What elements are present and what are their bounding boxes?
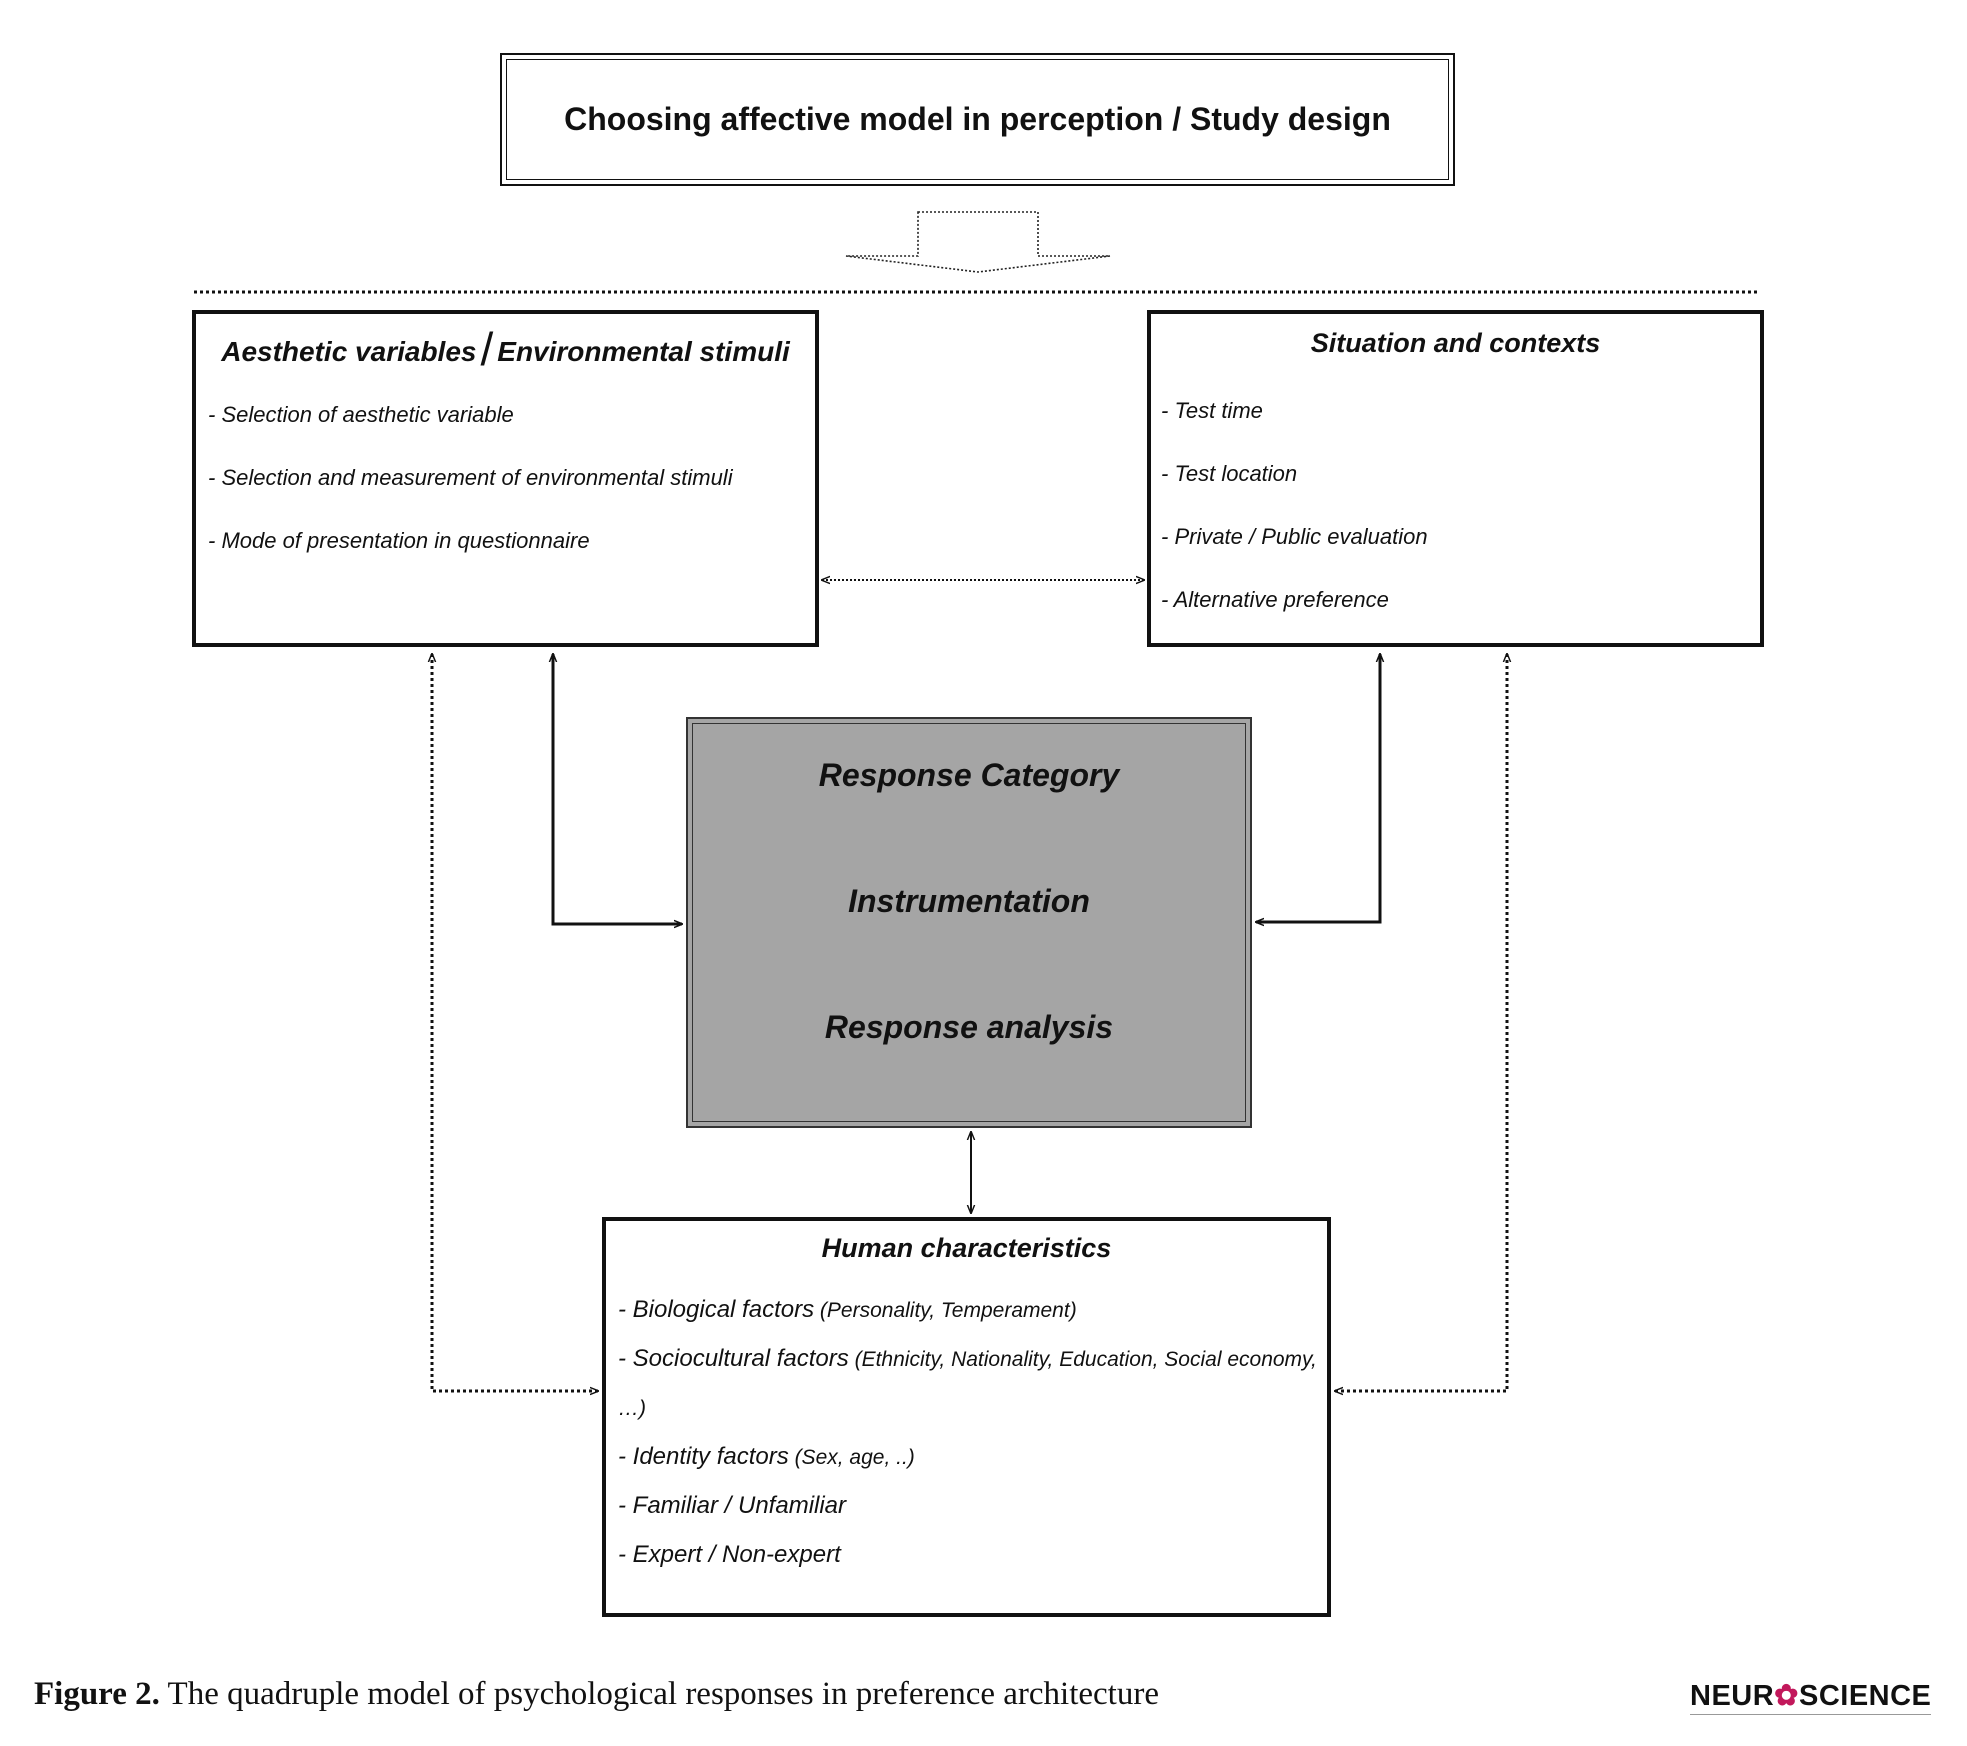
situation-contexts-title: Situation and contexts (1310, 328, 1601, 358)
connector-aesthetic-human (432, 654, 598, 1391)
aesthetic-variables-box: Aesthetic variables/Environmental stimul… (192, 310, 819, 647)
study-design-title: Choosing affective model in perception /… (564, 101, 1391, 137)
situation-contexts-box: Situation and contexts - Test time - Tes… (1147, 310, 1764, 647)
connector-aesthetic-center (553, 654, 682, 924)
list-item: - Test location (1161, 461, 1298, 486)
connector-situation-human (1335, 654, 1507, 1391)
item-main: - Familiar / Unfamiliar (618, 1492, 847, 1519)
instrumentation-label: Instrumentation (848, 883, 1090, 919)
list-item: - Mode of presentation in questionnaire (208, 528, 590, 553)
connector-situation-center (1256, 654, 1380, 922)
item-detail: (Ethnicity, Nationality, Education, Soci… (618, 1348, 1317, 1420)
aesthetic-items-list: - Selection of aesthetic variable - Sele… (196, 402, 815, 591)
aesthetic-title-part2: Environmental stimuli (497, 336, 790, 367)
situation-items-list: - Test time - Test location - Private / … (1151, 398, 1760, 650)
item-main: - Biological factors (618, 1296, 815, 1323)
down-arrow (845, 211, 1111, 273)
figure-caption-text: The quadruple model of psychological res… (159, 1676, 1159, 1712)
item-main: - Sociocultural factors (618, 1345, 849, 1372)
study-design-box: Choosing affective model in perception /… (500, 53, 1455, 186)
list-item: - Selection and measurement of environme… (208, 465, 733, 490)
response-center-box: Response Category Instrumentation Respon… (686, 717, 1252, 1128)
list-item: - Alternative preference (1161, 587, 1389, 612)
human-characteristics-title: Human characteristics (821, 1233, 1112, 1263)
response-analysis-label: Response analysis (824, 1009, 1114, 1045)
item-main: - Identity factors (618, 1443, 789, 1470)
list-item: - Test time (1161, 398, 1263, 423)
list-item: - Selection of aesthetic variable (208, 402, 514, 427)
item-detail: (Personality, Temperament) (814, 1299, 1077, 1322)
neuroscience-logo: NEUR✿SCIENCE (1690, 1678, 1932, 1715)
logo-text-part1: NEUR (1690, 1680, 1775, 1712)
aesthetic-variables-title: Aesthetic variables/Environmental stimul… (196, 326, 815, 372)
logo-text-part2: SCIENCE (1798, 1680, 1932, 1712)
aesthetic-title-part1: Aesthetic variables (221, 336, 477, 367)
item-detail: (Sex, age, ..) (788, 1446, 915, 1469)
response-category-label: Response Category (818, 757, 1120, 793)
human-items-list: - Biological factors (Personality, Tempe… (606, 1286, 1327, 1580)
figure-label: Figure 2. (34, 1676, 160, 1712)
list-item: - Sociocultural factors (Ethnicity, Nati… (618, 1335, 1327, 1433)
aesthetic-title-separator: / (480, 323, 494, 375)
list-item: - Identity factors (Sex, age, ..) (618, 1433, 1327, 1482)
list-item: - Familiar / Unfamiliar (618, 1482, 1327, 1531)
list-item: - Biological factors (Personality, Tempe… (618, 1286, 1327, 1335)
item-main: - Expert / Non-expert (618, 1541, 841, 1568)
list-item: - Private / Public evaluation (1161, 524, 1428, 549)
list-item: - Expert / Non-expert (618, 1531, 1327, 1580)
human-characteristics-box: Human characteristics - Biological facto… (602, 1217, 1331, 1617)
logo-flower-icon: ✿ (1774, 1680, 1799, 1712)
figure-caption: Figure 2. The quadruple model of psychol… (34, 1676, 1159, 1713)
